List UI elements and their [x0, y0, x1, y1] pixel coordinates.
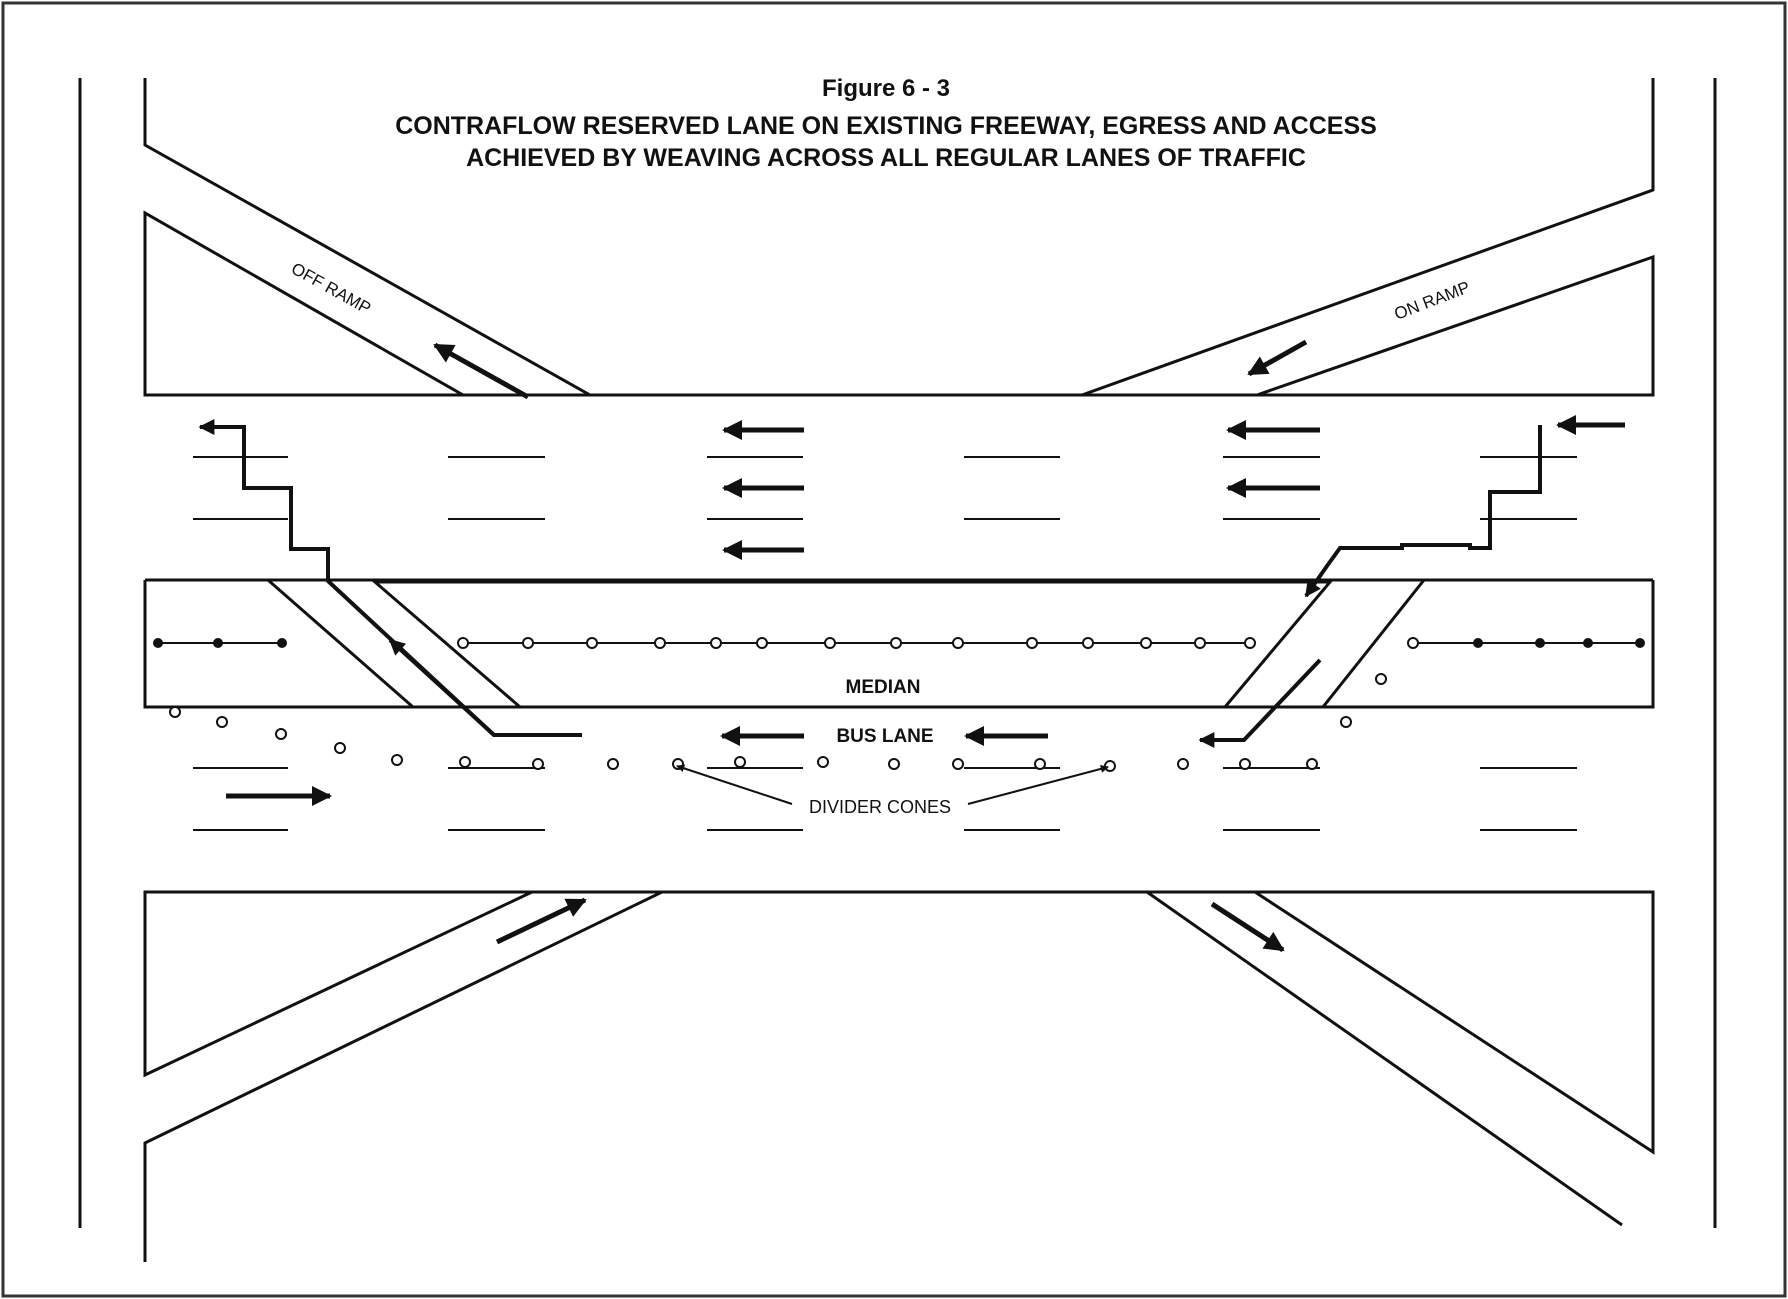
outer-boundaries — [78, 78, 1717, 1228]
divider-cones-label: DIVIDER CONES — [809, 797, 951, 817]
figure-title-line-2: ACHIEVED BY WEAVING ACROSS ALL REGULAR L… — [466, 144, 1306, 172]
median-label: MEDIAN — [846, 677, 921, 698]
divider-cones — [169, 673, 1387, 772]
figure-number: Figure 6 - 3 — [822, 75, 950, 102]
median-barriers — [153, 637, 1645, 649]
figure-title-line-1: CONTRAFLOW RESERVED LANE ON EXISTING FRE… — [395, 112, 1377, 140]
road-edges — [143, 78, 1655, 1262]
on-ramp-label: ON RAMP — [1392, 278, 1473, 324]
bus-weave-paths — [198, 419, 1542, 748]
lane-stripes — [193, 456, 1577, 831]
bus-lane-label: BUS LANE — [836, 726, 933, 747]
divider-cones-leaders — [676, 764, 1109, 805]
traffic-arrows — [226, 339, 1625, 953]
